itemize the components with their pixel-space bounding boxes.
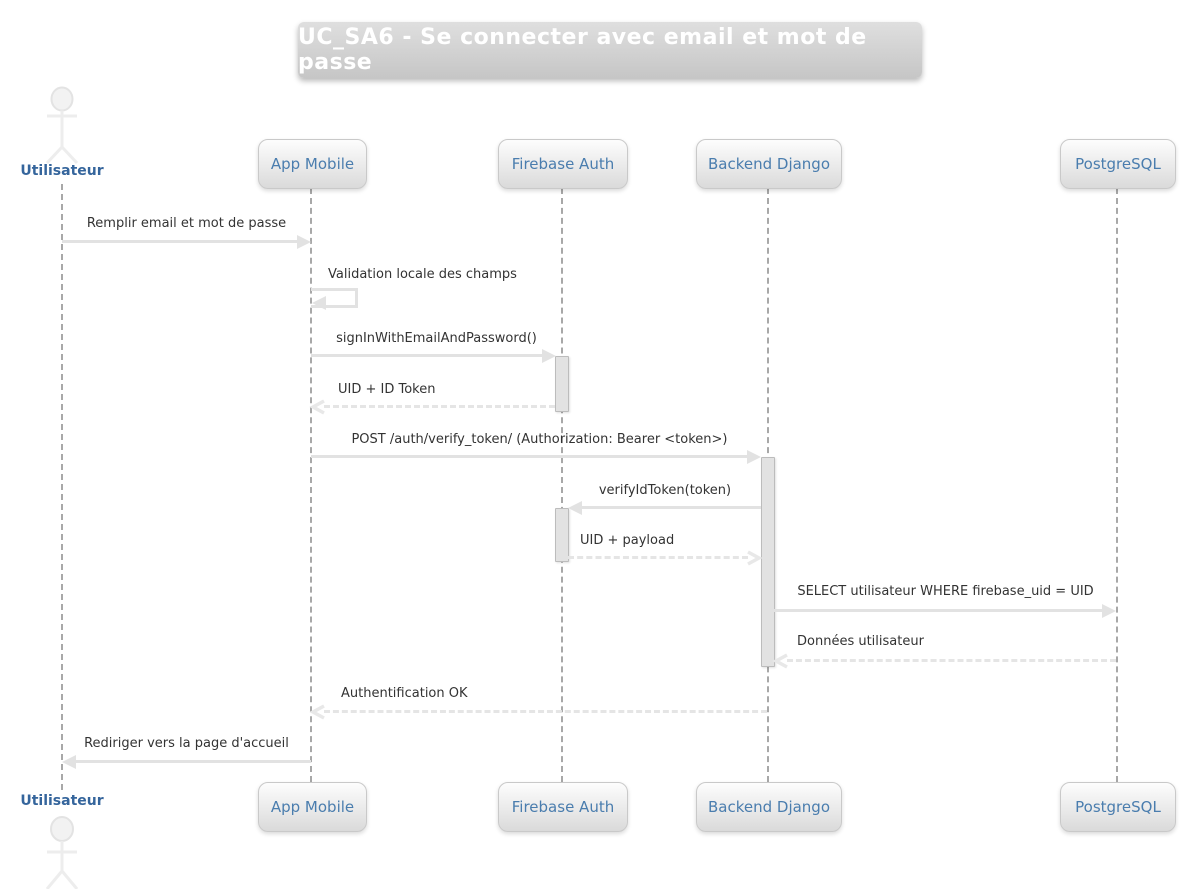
message-label: UID + payload <box>580 533 675 548</box>
message-label: Remplir email et mot de passe <box>86 216 287 231</box>
arrowhead-open-right-icon <box>747 550 763 566</box>
message-label: Validation locale des champs <box>328 267 517 282</box>
arrowhead-left-icon <box>568 501 582 515</box>
arrow-line <box>311 455 748 458</box>
arrow-line <box>324 405 555 408</box>
activation-firebase-1 <box>555 356 569 412</box>
participant-app-mobile-bottom: App Mobile <box>258 782 367 832</box>
message-label: verifyIdToken(token) <box>598 483 732 498</box>
message-label: Données utilisateur <box>797 634 924 649</box>
self-loop-line <box>311 288 358 308</box>
actor-label-bottom: Utilisateur <box>20 793 104 809</box>
message-label: POST /auth/verify_token/ (Authorization:… <box>351 432 728 447</box>
lifeline-utilisateur <box>61 184 63 790</box>
arrowhead-left-icon <box>312 296 326 310</box>
arrowhead-right-icon <box>297 235 311 249</box>
participant-backend-django-bottom: Backend Django <box>696 782 842 832</box>
actor-label-top: Utilisateur <box>20 163 104 179</box>
arrowhead-open-left-icon <box>772 653 788 669</box>
arrowhead-open-left-icon <box>309 704 325 720</box>
lifeline-app-mobile <box>310 188 312 782</box>
actor-icon <box>45 86 79 165</box>
participant-firebase-auth-bottom: Firebase Auth <box>498 782 628 832</box>
arrow-line <box>787 659 1116 662</box>
arrowhead-right-icon <box>747 450 761 464</box>
message-label: Rediriger vers la page d'accueil <box>84 736 289 751</box>
arrowhead-open-left-icon <box>309 399 325 415</box>
arrowhead-left-icon <box>62 755 76 769</box>
message-label: UID + ID Token <box>338 382 436 397</box>
lifeline-firebase-auth <box>561 188 563 782</box>
message-label: SELECT utilisateur WHERE firebase_uid = … <box>797 584 1094 599</box>
diagram-title: UC_SA6 - Se connecter avec email et mot … <box>298 22 922 78</box>
arrowhead-right-icon <box>1102 604 1116 618</box>
participant-firebase-auth-top: Firebase Auth <box>498 139 628 189</box>
participant-backend-django-top: Backend Django <box>696 139 842 189</box>
participant-postgresql-bottom: PostgreSQL <box>1060 782 1176 832</box>
actor-icon <box>45 816 79 889</box>
arrow-line <box>75 760 311 763</box>
arrow-line <box>324 710 767 713</box>
lifeline-postgresql <box>1116 188 1118 782</box>
arrow-line <box>62 240 298 243</box>
participant-postgresql-top: PostgreSQL <box>1060 139 1176 189</box>
participant-app-mobile-top: App Mobile <box>258 139 367 189</box>
arrow-line <box>311 354 543 357</box>
activation-firebase-2 <box>555 508 569 562</box>
arrow-line <box>568 556 748 559</box>
activation-django <box>761 457 775 667</box>
message-label: Authentification OK <box>341 686 468 701</box>
arrow-line <box>581 506 761 509</box>
arrow-line <box>774 609 1104 612</box>
message-label: signInWithEmailAndPassword() <box>336 331 537 346</box>
arrowhead-right-icon <box>542 349 556 363</box>
